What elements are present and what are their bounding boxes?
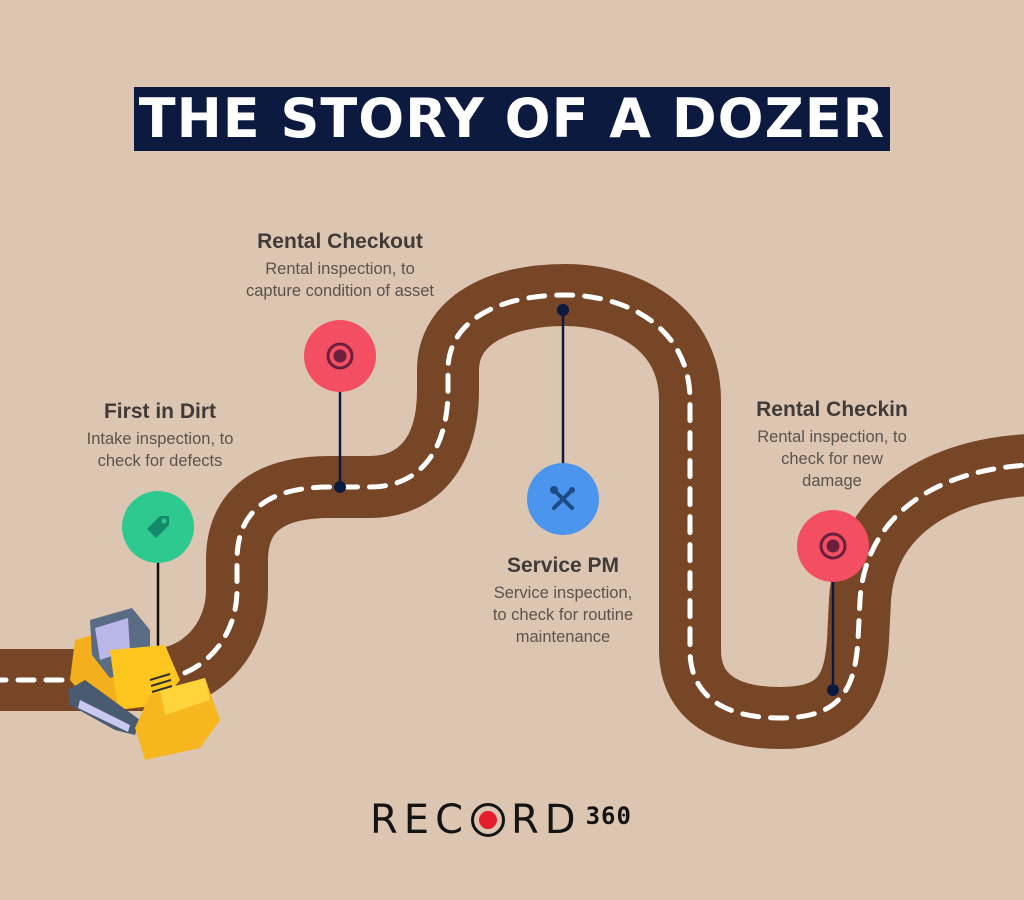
wrench-screwdriver-icon [550,486,575,510]
tag-icon [147,516,169,538]
stage-service-pm: Service PM Service inspection, to check f… [463,554,663,648]
stage-first-in-dirt: First in Dirt Intake inspection, to check… [55,400,265,472]
target-icon [326,342,354,370]
pin-rental-checkout [304,320,376,392]
stage-description-line: maintenance [515,628,611,646]
stage-description-line: check for new [781,450,883,468]
stage-rental-checkout: Rental Checkout Rental inspection, to cap… [210,230,470,302]
stage-title: First in Dirt [103,400,216,423]
stage-description-line: Rental inspection, to [757,428,907,446]
record-dot-icon [471,803,505,837]
stage-rental-checkin: Rental Checkin Rental inspection, to chec… [727,398,937,492]
pin-first-in-dirt [122,491,194,563]
stage-description-line: Service inspection, [493,584,633,602]
stage-description-line: damage [802,472,862,490]
stage-title: Service PM [506,554,620,577]
logo-text-right: RD [511,797,582,843]
stage-title: Rental Checkin [756,398,908,421]
target-icon [819,532,847,560]
stage-description-line: Intake inspection, to [86,430,234,448]
pin-service-pm [527,463,599,535]
pin-rental-checkin [797,510,869,582]
stage-title: Rental Checkout [257,230,423,253]
bulldozer-illustration [68,608,220,760]
page-title: THE STORY OF A DOZER [134,87,890,151]
stage-description-line: capture condition of asset [245,282,435,300]
logo-text-left: REC [370,797,469,843]
logo-number: 360 [585,802,632,830]
stage-description-line: Rental inspection, to [265,260,415,278]
stage-description-line: check for defects [97,452,223,470]
stage-description-line: to check for routine [492,606,634,624]
record360-logo: REC RD 360 [370,800,632,840]
